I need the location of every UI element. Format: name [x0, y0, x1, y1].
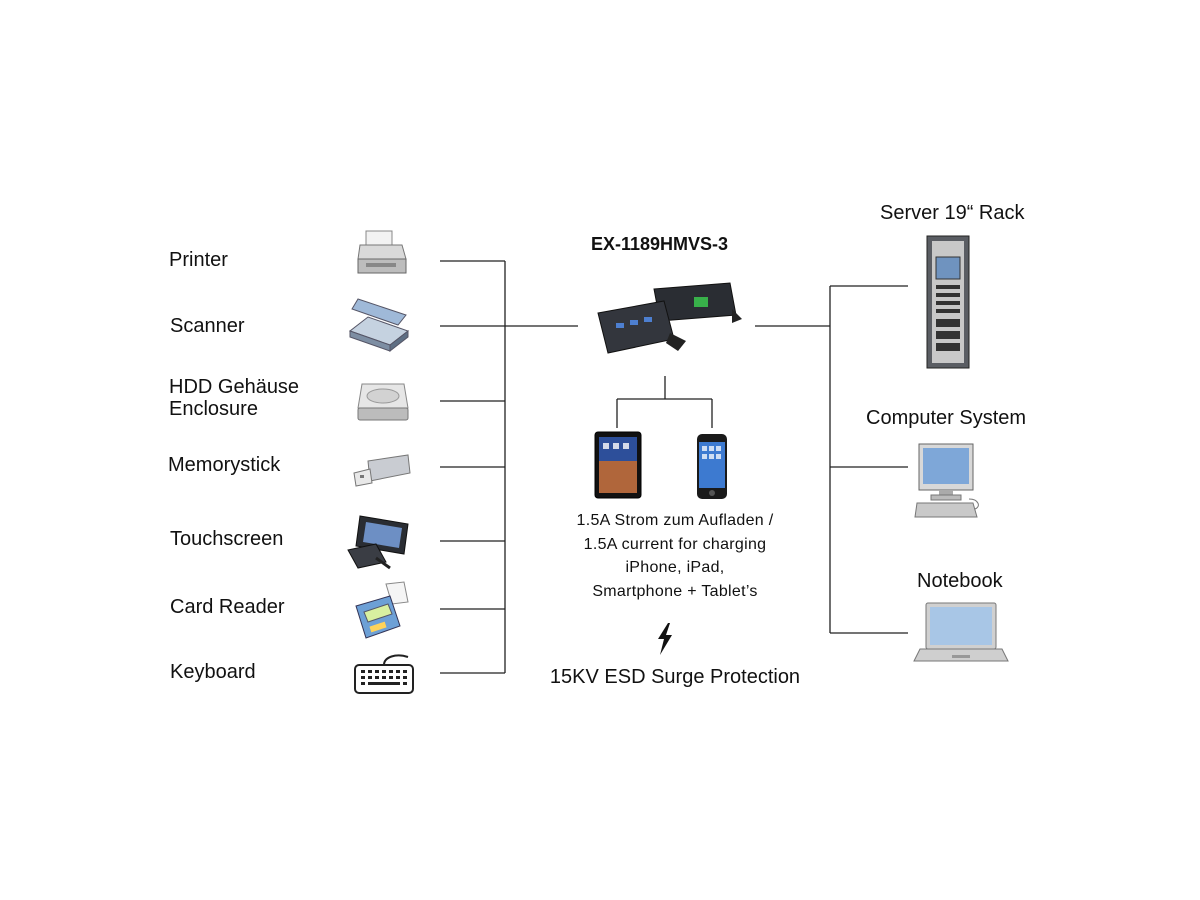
pos-touchscreen-icon — [347, 515, 409, 570]
charging-line-1: 1.5A Strom zum Aufladen / — [576, 512, 774, 529]
host-label-server: Server 19“ Rack — [880, 202, 1025, 224]
charging-line-2: 1.5A current for charging — [583, 535, 767, 553]
device-label-keyboard: Keyboard — [170, 661, 256, 683]
device-label-card-reader: Card Reader — [170, 596, 285, 618]
scanner-icon — [348, 298, 410, 353]
lightning-icon — [658, 623, 672, 655]
desktop-computer-icon — [914, 443, 979, 518]
charging-description: 1.5A Strom zum Aufladen / 1.5A current f… — [540, 509, 810, 603]
printer-icon — [357, 230, 407, 274]
device-label-hdd-line1: HDD Gehäuse — [169, 376, 300, 398]
device-label-printer: Printer — [169, 249, 228, 271]
keyboard-icon — [354, 654, 414, 694]
charging-line-3: iPhone, iPad, — [625, 559, 725, 576]
device-label-memorystick: Memorystick — [168, 454, 281, 476]
notebook-icon — [913, 602, 1009, 662]
esd-protection-label: 15KV ESD Surge Protection — [549, 666, 801, 688]
smartphone-icon — [697, 434, 727, 499]
device-label-touchscreen: Touchscreen — [170, 528, 284, 550]
hdd-icon — [357, 383, 409, 421]
usb-hub-icon — [597, 282, 742, 354]
device-label-scanner: Scanner — [170, 315, 245, 337]
card-reader-icon — [355, 581, 409, 639]
host-label-notebook: Notebook — [917, 570, 1003, 592]
tablet-icon — [594, 431, 642, 499]
hub-model-title: EX-1189HMVS-3 — [591, 234, 729, 254]
device-label-hdd-line2: Enclosure — [169, 398, 258, 420]
usb-stick-icon — [353, 454, 411, 487]
server-rack-icon — [926, 235, 970, 369]
charging-line-4: Smartphone + Tablet’s — [592, 582, 758, 600]
host-label-computer: Computer System — [866, 407, 1027, 429]
device-label-hdd: HDD Gehäuse Enclosure — [169, 376, 299, 420]
